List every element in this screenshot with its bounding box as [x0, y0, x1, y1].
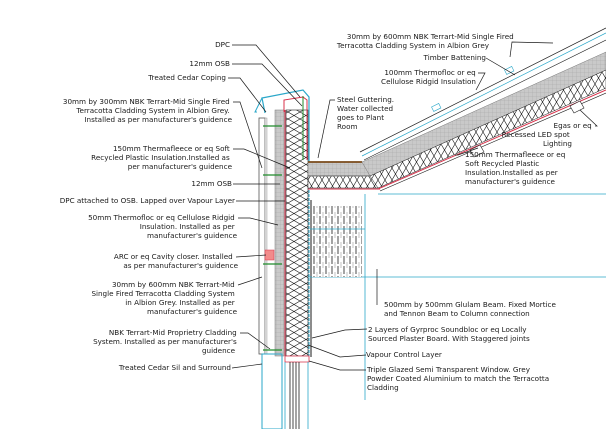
roof-cladding-inner — [361, 32, 606, 157]
window-frame — [289, 362, 300, 429]
roof-vcl — [377, 89, 606, 190]
wall-section — [254, 89, 312, 429]
window-head — [284, 355, 310, 363]
label-dpc: DPC — [215, 40, 230, 49]
label-coping: Treated Cedar Coping — [147, 73, 226, 82]
label-cladding-300: 30mm by 300mm NBK Terrart-Mid Single Fir… — [63, 97, 233, 124]
label-thermofloc-roof: 100mm Thermofloc or eq Cellulose Ridgid … — [381, 68, 478, 86]
cladding-rail-inner — [264, 117, 268, 355]
roof-thermafleece — [369, 69, 606, 189]
leader-lines — [228, 41, 598, 371]
cladding-rail-outer — [258, 117, 266, 355]
thermofloc-wall-layer — [274, 109, 285, 357]
gutter-insulation — [307, 161, 371, 177]
cedar-coping — [261, 89, 310, 163]
flat-thermafleece — [307, 175, 379, 189]
label-sil: Treated Cedar Sil and Surround — [118, 363, 231, 372]
roof-batten-line — [363, 39, 606, 161]
led-light-1 — [569, 100, 585, 114]
label-cladding-600-roof: 30mm by 600mm NBK Terrart-Mid Single Fir… — [336, 32, 516, 50]
label-osb-mid: 12mm OSB — [191, 179, 232, 188]
label-osb-top: 12mm OSB — [189, 59, 230, 68]
label-cladding-600-wall: 30mm by 600mm NBK Terrart-Mid Single Fir… — [91, 280, 237, 316]
label-window: Triple Glazed Semi Transparent Window. G… — [366, 365, 551, 392]
label-cavity-closer: ARC or eq Cavity closer. Installed as pe… — [114, 252, 239, 270]
roof-soffit — [379, 92, 606, 192]
label-thermafleece-roof: 150mm Thermafleece or eq Soft Recycled P… — [465, 150, 568, 186]
cedar-sil — [261, 353, 283, 429]
cavity-closer — [264, 249, 275, 261]
label-battening: Timber Battening — [423, 53, 486, 62]
label-vcl: Vapour Control Layer — [366, 350, 442, 359]
roof-cladding-outer — [359, 27, 606, 153]
labels-left: DPC 12mm OSB Treated Cedar Coping 30mm b… — [60, 40, 239, 372]
label-proprietry-system: NBK Terrart-Mid Proprietry Cladding Syst… — [93, 328, 239, 355]
labels-right: 30mm by 600mm NBK Terrart-Mid Single Fir… — [336, 32, 594, 392]
label-thermafleece-wall: 150mm Thermafleece or eq Soft Recycled P… — [91, 144, 232, 171]
timber-batten-1 — [504, 66, 515, 75]
led-light-2 — [469, 144, 485, 158]
timber-batten-2 — [431, 103, 442, 112]
coping-drip — [254, 97, 263, 113]
label-guttering: Steel Guttering. Water collected goes to… — [337, 95, 396, 131]
label-plasterboard: 2 Layers of Gyrproc Soundbloc or eq Loca… — [368, 325, 530, 343]
glulam-beam — [312, 206, 362, 277]
label-dpc-osb: DPC attached to OSB. Lapped over Vapour … — [60, 196, 235, 205]
label-thermofloc-wall: 50mm Thermofloc or eq Cellulose Ridgid I… — [88, 213, 237, 240]
label-glulam: 500mm by 500mm Glulam Beam. Fixed Mortic… — [384, 300, 558, 318]
roof-thermofloc — [361, 51, 606, 177]
roof-section — [307, 27, 606, 400]
label-led: Egas or eq Recessed LED spot Lighting — [502, 121, 594, 148]
thermafleece-wall-layer — [285, 109, 309, 357]
